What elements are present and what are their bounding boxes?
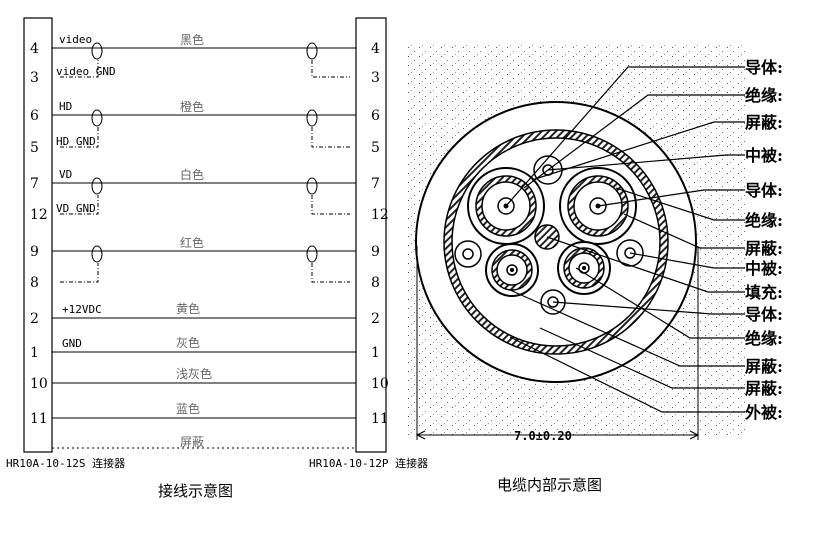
wiring-caption: 接线示意图 <box>158 482 233 500</box>
right-pin-number: 10 <box>371 376 389 392</box>
shield-label: 屏蔽 <box>180 435 204 449</box>
coax-core-bottom-right <box>557 241 611 295</box>
ground-wire-right <box>311 127 350 148</box>
wire-color-label: 灰色 <box>176 336 200 350</box>
ground-wire-right <box>311 263 350 283</box>
ground-wire-left <box>60 195 99 215</box>
cable-labels: 导体:绝缘:屏蔽:中被:导体:绝缘:屏蔽:中被:填充:导体:绝缘:屏蔽:屏蔽:外… <box>744 58 783 422</box>
left-pin-number: 2 <box>30 311 39 327</box>
cable-cross-section: 7.0±0.20 导体:绝缘:屏蔽:中被:导体:绝缘:屏蔽:中被:填充:导体:绝… <box>405 45 783 443</box>
cable-layer-label: 导体: <box>745 58 783 77</box>
ground-wire-left <box>60 263 99 283</box>
diameter-dimension <box>415 246 700 440</box>
ground-signal-label: VD GND <box>56 202 96 215</box>
ground-signal-label: video GND <box>56 65 116 78</box>
twist-marker-left <box>91 109 103 127</box>
wire-color-label: 黄色 <box>176 302 200 316</box>
cable-layer-label: 中被: <box>745 146 783 165</box>
signal-label: VD <box>59 168 72 181</box>
right-pin-number: 7 <box>371 176 380 192</box>
cable-caption: 电缆内部示意图 <box>497 476 602 494</box>
right-pin-number: 1 <box>371 345 380 361</box>
signal-label: GND <box>62 337 82 350</box>
right-pin-number: 12 <box>371 207 389 223</box>
left-pin-number: 8 <box>30 275 39 291</box>
coax-core-bottom-left <box>485 243 539 297</box>
twist-marker-right <box>306 42 318 60</box>
left-pin-number: 7 <box>30 176 39 192</box>
left-pin-number: 5 <box>30 140 39 156</box>
leader-lines <box>505 66 745 413</box>
ground-wire-right <box>311 60 350 78</box>
left-connector-label: HR10A-10-12S 连接器 <box>6 457 125 470</box>
twist-marker-left <box>91 245 103 263</box>
cable-layer-label: 中被: <box>745 259 783 278</box>
left-pin-number: 6 <box>30 108 39 124</box>
ground-wire-left <box>60 127 99 148</box>
twist-marker-left <box>91 177 103 195</box>
left-pin-number: 9 <box>30 244 39 260</box>
cable-layer-label: 屏蔽: <box>745 357 783 376</box>
left-pin-number: 1 <box>30 345 39 361</box>
ground-signal-label: HD GND <box>56 135 96 148</box>
cable-layer-label: 填充: <box>745 283 783 302</box>
right-pin-number: 6 <box>371 108 380 124</box>
right-pin-number: 9 <box>371 244 380 260</box>
twist-marker-right <box>306 245 318 263</box>
right-pin-number: 11 <box>371 411 389 427</box>
cable-layer-label: 屏蔽: <box>745 239 783 258</box>
ground-wire-right <box>311 195 350 215</box>
twist-marker-left <box>91 42 103 60</box>
signal-label: video <box>59 33 92 46</box>
right-connector-label: HR10A-10-12P 连接器 <box>309 457 428 470</box>
cable-layer-label: 绝缘: <box>745 329 783 348</box>
cable-layer-label: 屏蔽: <box>745 113 783 132</box>
wire-color-label: 白色 <box>180 167 204 182</box>
right-pin-number: 8 <box>371 275 380 291</box>
twist-marker-right <box>306 109 318 127</box>
wire-color-label: 黑色 <box>180 33 204 47</box>
cable-layer-label: 外被: <box>744 403 783 422</box>
diameter-value: 7.0±0.20 <box>514 429 572 443</box>
cable-layer-label: 绝缘: <box>745 211 783 230</box>
left-pin-number: 3 <box>30 70 39 86</box>
left-pin-number: 12 <box>30 207 48 223</box>
cable-layer-label: 屏蔽: <box>745 379 783 398</box>
cable-layer-label: 绝缘: <box>745 86 783 105</box>
wire-color-label: 浅灰色 <box>176 367 212 381</box>
twist-marker-right <box>306 177 318 195</box>
signal-label: HD <box>59 100 72 113</box>
left-pin-number: 11 <box>30 411 48 427</box>
right-pin-number: 2 <box>371 311 380 327</box>
wire-color-label: 橙色 <box>180 99 204 114</box>
small-wire-left <box>454 240 482 268</box>
left-pin-number: 10 <box>30 376 48 392</box>
right-pin-number: 4 <box>371 41 380 57</box>
ground-wire-left <box>60 60 99 78</box>
right-connector-box <box>355 17 387 453</box>
wire-color-label: 红色 <box>180 235 204 250</box>
right-pin-number: 5 <box>371 140 380 156</box>
cable-layer-label: 导体: <box>745 181 783 200</box>
left-connector-box <box>23 17 53 453</box>
left-pin-number: 4 <box>30 41 39 57</box>
right-pin-number: 3 <box>371 70 380 86</box>
signal-label: +12VDC <box>62 303 102 316</box>
wire-color-label: 蓝色 <box>176 402 200 416</box>
small-wire-bottom <box>540 289 566 315</box>
cable-layer-label: 导体: <box>745 305 783 324</box>
